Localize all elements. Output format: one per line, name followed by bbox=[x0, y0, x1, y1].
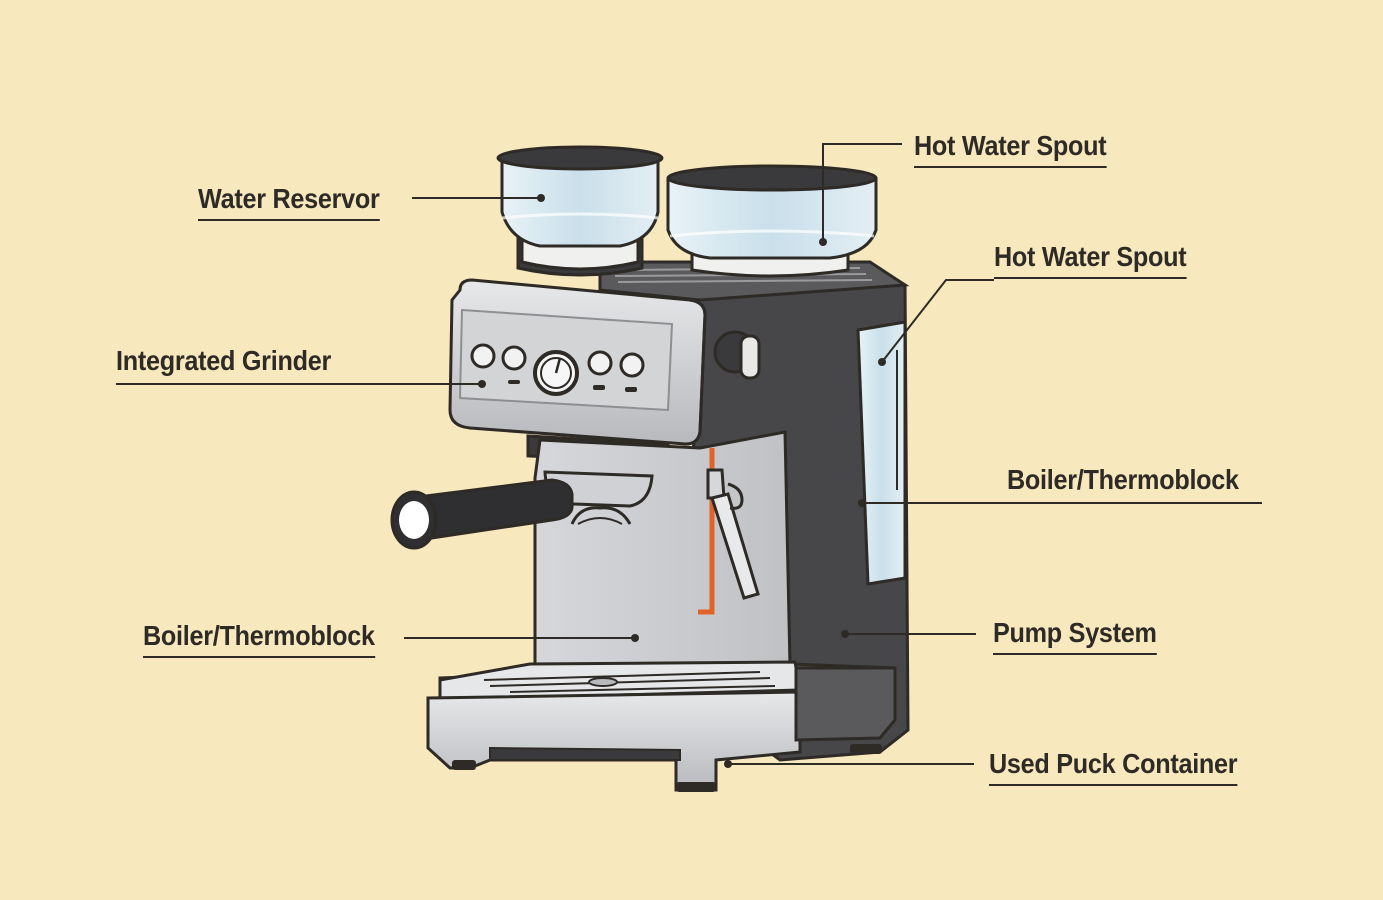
portafilter bbox=[390, 470, 654, 550]
power-button-icon bbox=[470, 343, 496, 369]
single-shot-button-icon bbox=[501, 345, 527, 371]
label-hot-water-spout-top: Hot Water Spout bbox=[914, 130, 1107, 168]
label-hot-water-spout-right: Hot Water Spout bbox=[994, 241, 1187, 279]
label-water-reservoir: Water Reservor bbox=[198, 183, 380, 221]
bean-hopper-left bbox=[496, 145, 664, 277]
steam-button-icon bbox=[619, 352, 645, 378]
bean-hopper-right bbox=[666, 164, 878, 278]
leader-hot-water-top bbox=[822, 143, 902, 242]
drip-tray bbox=[426, 660, 897, 792]
label-boiler-thermoblock-right: Boiler/Thermoblock bbox=[1007, 464, 1239, 495]
double-shot-button-icon bbox=[587, 350, 613, 376]
leader-lines bbox=[116, 143, 1262, 765]
steel-backplate bbox=[533, 430, 792, 667]
side-water-window bbox=[856, 320, 907, 586]
label-used-puck-container: Used Puck Container bbox=[989, 748, 1238, 786]
label-boiler-thermoblock-left: Boiler/Thermoblock bbox=[143, 620, 375, 658]
steam-wand bbox=[698, 448, 760, 615]
label-pump-system: Pump System bbox=[993, 617, 1157, 655]
label-integrated-grinder: Integrated Grinder bbox=[116, 345, 331, 376]
leader-dots bbox=[478, 194, 886, 768]
leader-hot-water-right bbox=[881, 279, 994, 363]
control-panel bbox=[448, 278, 761, 446]
